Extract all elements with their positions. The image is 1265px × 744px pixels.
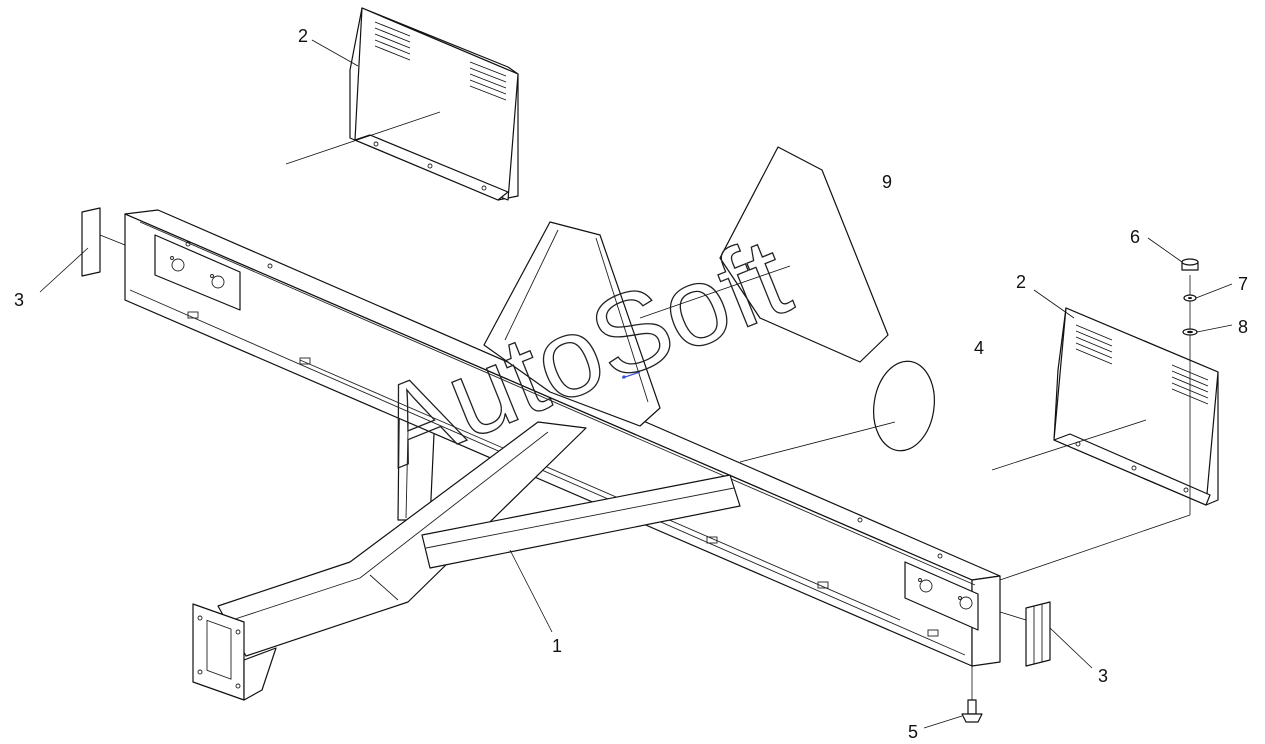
callout-5: 5 [908,722,918,742]
frame-part-1 [124,209,1001,701]
callout-2-right: 2 [1016,272,1026,292]
reflector-part-3-left [39,207,126,293]
center-marker-icon [621,371,641,379]
nut-part-6 [1147,237,1199,271]
callout-6: 6 [1130,227,1140,247]
reflector-part-3-right [999,601,1093,669]
callout-3-right: 3 [1098,666,1108,686]
callout-9: 9 [882,172,892,192]
washer-part-7 [1183,283,1233,302]
callout-8: 8 [1238,317,1248,337]
plate-part-9 [639,146,889,363]
callout-3-left: 3 [14,290,24,310]
callout-4: 4 [974,338,984,358]
mudflap-bracket-part-2-upper [285,7,519,201]
vent-grille-icon [374,21,507,101]
bolt-part-5 [923,666,983,729]
oval-plate-part-4 [739,360,935,463]
callout-2-upper: 2 [298,26,308,46]
callout-7: 7 [1238,274,1248,294]
callout-1: 1 [552,636,562,656]
mudflap-bracket-part-2-right [991,275,1219,581]
washer-part-8 [1182,324,1233,336]
